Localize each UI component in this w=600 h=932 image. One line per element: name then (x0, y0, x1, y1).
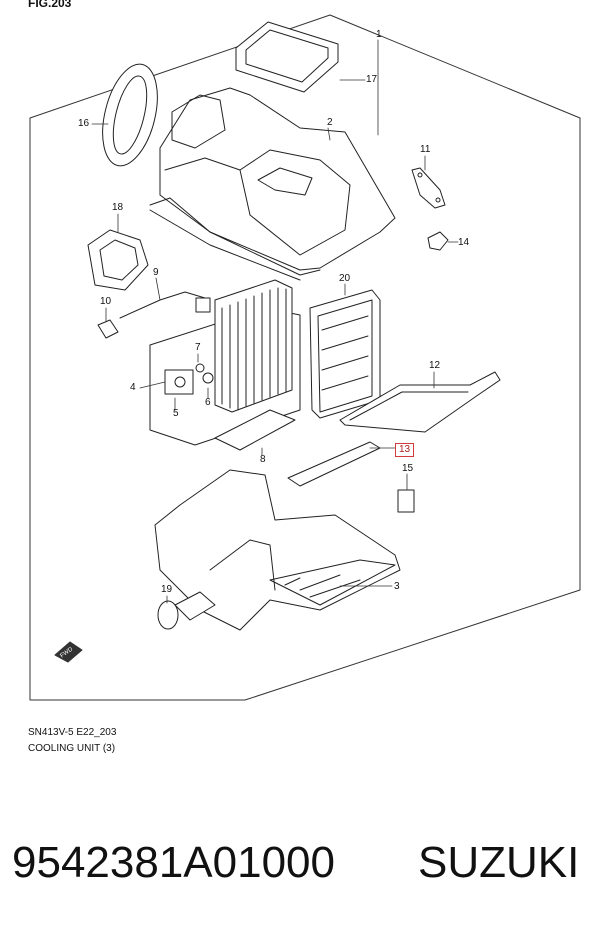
callout-16[interactable]: 16 (78, 118, 90, 129)
lever-13-drawing (287, 441, 381, 487)
gasket-16-drawing (102, 63, 158, 167)
lower-case-3-drawing (154, 469, 401, 631)
evaporator-core-drawing (214, 279, 293, 413)
callout-6[interactable]: 6 (205, 397, 211, 408)
oring-7-drawing (195, 363, 205, 373)
callout-10[interactable]: 10 (100, 296, 112, 307)
frame-outline (29, 14, 581, 701)
bracket-8-drawing (214, 409, 296, 451)
filter-20-drawing (309, 289, 381, 419)
callout-14[interactable]: 14 (458, 237, 470, 248)
upper-case-2-drawing (149, 87, 396, 281)
callout-18[interactable]: 18 (112, 202, 124, 213)
callout-7[interactable]: 7 (195, 342, 201, 353)
callout-15[interactable]: 15 (402, 463, 414, 474)
callout-19[interactable]: 19 (161, 584, 173, 595)
motor-19-drawing (157, 591, 216, 630)
brand-name: SUZUKI (418, 838, 580, 887)
block-15-drawing (397, 489, 415, 513)
clip-14-drawing (427, 231, 449, 251)
door-12-drawing (339, 371, 501, 433)
bracket-11-drawing (411, 167, 446, 209)
callout-5[interactable]: 5 (173, 408, 179, 419)
callout-11[interactable]: 11 (420, 144, 431, 155)
callout-4[interactable]: 4 (130, 382, 136, 393)
oring-6-drawing (202, 372, 214, 384)
callout-12[interactable]: 12 (429, 360, 441, 371)
part-number: 9542381A01000 (12, 838, 335, 887)
clip-10-drawing (97, 319, 119, 339)
valve-5-drawing (164, 369, 194, 395)
callout-1[interactable]: 1 (376, 29, 382, 40)
callout-9[interactable]: 9 (153, 267, 159, 278)
figure-name: COOLING UNIT (3) (28, 743, 116, 754)
parts-diagram: FIG.203 1 2 3 4 5 6 7 8 9 10 11 12 13 14… (28, 0, 581, 754)
figure-code: SN413V-5 E22_203 (28, 727, 117, 738)
ring-18-drawing (87, 229, 149, 291)
gasket-17-drawing (235, 21, 339, 93)
product-footer (0, 780, 600, 932)
callout-17[interactable]: 17 (366, 74, 378, 85)
diagram-drawing (29, 14, 581, 701)
callout-8[interactable]: 8 (260, 454, 266, 465)
callout-13-highlighted[interactable]: 13 (395, 443, 415, 457)
callout-3[interactable]: 3 (394, 581, 400, 592)
fwd-arrow-icon (54, 641, 83, 663)
sensor-9-drawing (119, 291, 209, 319)
figure-title: FIG.203 (28, 0, 72, 10)
callout-20[interactable]: 20 (339, 273, 351, 284)
callout-2[interactable]: 2 (327, 117, 333, 128)
